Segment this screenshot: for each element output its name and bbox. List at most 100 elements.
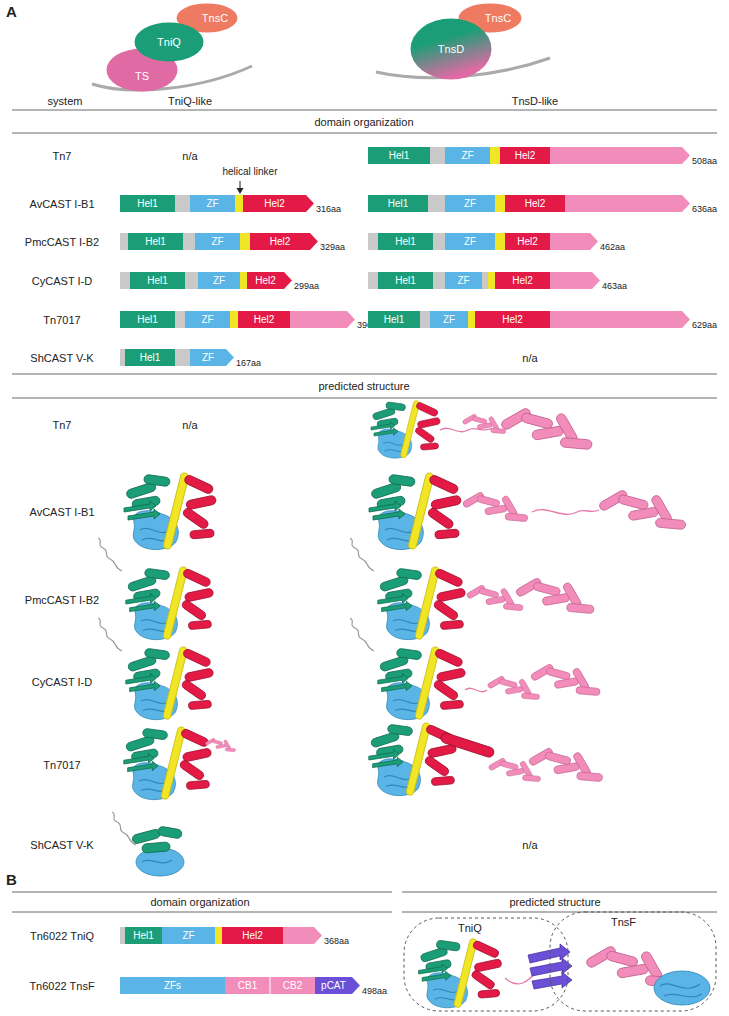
structure-use: [419, 938, 502, 1008]
domain-segment-box: CB1: [225, 977, 270, 994]
domain-segment: [482, 272, 488, 289]
structure-use: [371, 400, 441, 458]
length-label: 629aa: [692, 321, 717, 331]
length-label: 316aa: [316, 205, 341, 215]
domain-segment-box: Hel1: [120, 311, 175, 328]
domain-segment-box: ZF: [445, 272, 482, 289]
domain-segment: [505, 195, 565, 212]
domain-segment: [240, 272, 247, 289]
figure-label: domain organization: [150, 896, 249, 909]
domain-segment: [243, 195, 314, 212]
domain-segment: [368, 272, 378, 289]
domain-segment-box: Hel2: [495, 272, 550, 289]
protein-name: TnsD: [438, 43, 464, 55]
length-label: 463aa: [602, 282, 627, 292]
domain-segment: [247, 272, 292, 289]
domain-segment: [175, 349, 190, 366]
domain-segment: [185, 272, 198, 289]
length-label: 167aa: [236, 359, 261, 369]
figure-label: A: [6, 3, 17, 20]
structure-line: [12, 133, 717, 134]
figure-label: TnsD-like: [512, 95, 558, 108]
domain-segment: [433, 272, 445, 289]
figure-label: ShCAST V-K: [30, 352, 93, 365]
figure-label: domain organization: [314, 116, 413, 129]
protein-name: TS: [135, 70, 149, 82]
domain-segment-box: CB2: [270, 977, 315, 994]
protein-region: TniQ: [403, 917, 569, 1012]
domain-bar: 498aaZFsCB1CB2pCAT: [120, 977, 360, 994]
structure-ellipse: [654, 971, 710, 1005]
structure-path: [142, 860, 172, 863]
structure-rect: [440, 732, 495, 759]
domain-segment: [235, 195, 243, 212]
figure-label: PmcCAST I-B2: [25, 236, 99, 249]
structure-use: [378, 646, 466, 720]
structure-rect: [142, 842, 171, 853]
domain-bar: 316aaHel1ZFHel2: [120, 195, 314, 212]
domain-name: Hel2: [255, 276, 276, 286]
figure-label: n/a: [522, 352, 537, 365]
domain-name: Hel1: [395, 237, 416, 247]
domain-segment: [500, 147, 550, 164]
structure-rect: [131, 829, 160, 845]
figure-label: CyCAST I-D: [32, 275, 92, 288]
figure-label: B: [6, 871, 17, 888]
structure-line: [12, 398, 717, 399]
domain-name: Hel1: [384, 315, 405, 325]
structure-path: [465, 688, 487, 691]
structure-use: [530, 663, 600, 695]
domain-name: Hel2: [502, 315, 523, 325]
length-label: 508aa: [692, 157, 717, 167]
domain-segment-box: ZF: [430, 311, 468, 328]
domain-name: ZFs: [164, 981, 181, 991]
domain-segment: [215, 927, 222, 944]
domain-segment-box: Hel2: [243, 195, 306, 212]
length-label: 498aa: [362, 987, 387, 997]
domain-segment: [368, 233, 378, 250]
domain-name: Hel2: [254, 315, 275, 325]
domain-segment-box: Hel1: [125, 927, 162, 944]
domain-segment-box: Hel1: [378, 272, 433, 289]
domain-segment: [240, 233, 250, 250]
domain-name: ZF: [206, 199, 218, 209]
segment-divider: [270, 977, 271, 994]
domain-segment-box: ZF: [190, 195, 235, 212]
region-name: TnsF: [611, 916, 636, 928]
domain-name: Hel1: [145, 237, 166, 247]
figure-label: Tn6022 TniQ: [30, 930, 94, 943]
figure-label: n/a: [182, 419, 197, 432]
domain-segment: [120, 311, 175, 328]
protein-name: TniQ: [157, 36, 181, 48]
domain-bar: 167aaHel1ZF: [120, 349, 234, 366]
domain-name: Hel2: [264, 199, 285, 209]
protein-region: TnsF: [549, 911, 717, 1012]
structure-use: [350, 618, 374, 651]
structure-use: [378, 566, 466, 640]
domain-bar: 299aaHel1ZFHel2: [120, 272, 292, 289]
domain-segment-box: Hel2: [222, 927, 283, 944]
structure-use: [462, 491, 528, 521]
domain-name: Hel1: [395, 276, 416, 286]
figure-label: n/a: [182, 150, 197, 163]
figure-label: TniQ-like: [168, 95, 212, 108]
structure-use: [515, 577, 594, 614]
domain-segment-box: ZF: [445, 195, 495, 212]
domain-segment: [162, 927, 215, 944]
domain-segment: [283, 927, 322, 944]
structure-line: [402, 892, 717, 893]
domain-segment-box: Hel1: [368, 311, 420, 328]
domain-bar: 368aaHel1ZFHel2: [120, 927, 322, 944]
domain-segment: [430, 147, 445, 164]
structure-models: [98, 400, 710, 1008]
length-label: 462aa: [600, 243, 625, 253]
domain-segment: [368, 311, 420, 328]
domain-name: Hel2: [270, 237, 291, 247]
domain-segment: [430, 311, 468, 328]
structure-use: [124, 472, 217, 550]
domain-segment: [550, 272, 600, 289]
figure-label: CyCAST I-D: [32, 676, 92, 689]
domain-name: CB2: [283, 981, 302, 991]
structure-use: [466, 584, 523, 610]
